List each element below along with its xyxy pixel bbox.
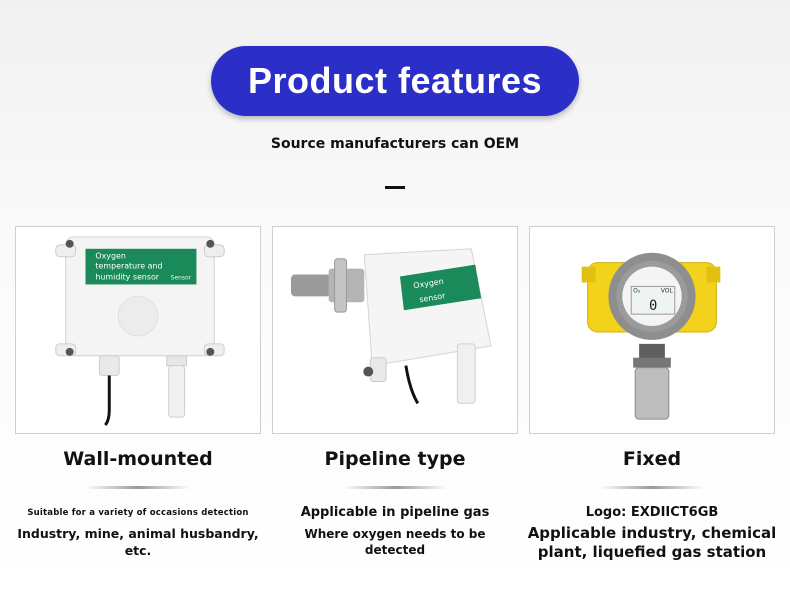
- wall-label-line2: temperature and: [95, 262, 162, 271]
- divider-fixed: [600, 486, 704, 489]
- pipeline-desc-line1: Applicable in pipeline gas: [300, 505, 490, 520]
- wall-mounted-desc-line2: Industry, mine, animal husbandry, etc.: [17, 526, 259, 558]
- title-banner: Product features: [211, 46, 579, 116]
- wall-label-line3: humidity sensor: [95, 272, 159, 281]
- divider-pipeline-type: [343, 486, 447, 489]
- title-dash: [385, 186, 405, 189]
- fixed-detector-illustration: O₂ VOL 0: [581, 252, 721, 420]
- pipe-label-line2: sensor: [419, 291, 447, 304]
- divider-wall-mounted: [86, 486, 190, 489]
- product-image-fixed: O₂ VOL 0: [529, 226, 775, 434]
- pipeline-desc-line2: Where oxygen needs to be detected: [304, 527, 486, 557]
- wall-label-line1: Oxygen: [95, 252, 125, 261]
- fixed-desc-line1: Logo: EXDIICT6GB: [585, 505, 719, 520]
- product-image-pipeline-type: Oxygen sensor: [272, 226, 518, 434]
- product-title-wall-mounted: Wall-mounted: [63, 448, 213, 470]
- product-title-fixed: Fixed: [622, 448, 682, 470]
- pipeline-sensor-illustration: Oxygen sensor: [291, 248, 492, 405]
- page-subtitle: Source manufacturers can OEM: [270, 136, 520, 152]
- wall-mounted-desc-line1: Suitable for a variety of occasions dete…: [27, 508, 249, 518]
- wall-label-line3b: Sensor: [171, 274, 192, 281]
- display-vol: VOL: [661, 287, 674, 294]
- product-title-pipeline-type: Pipeline type: [324, 448, 466, 470]
- product-image-wall-mounted: Oxygen temperature and humidity sensor S…: [15, 226, 261, 434]
- display-reading: 0: [649, 298, 657, 314]
- fixed-desc-line2: Applicable industry, chemical plant, liq…: [527, 524, 777, 561]
- display-o2: O₂: [633, 287, 640, 294]
- wall-mounted-sensor-illustration: Oxygen temperature and humidity sensor S…: [55, 236, 225, 427]
- page-title: Product features: [247, 60, 543, 101]
